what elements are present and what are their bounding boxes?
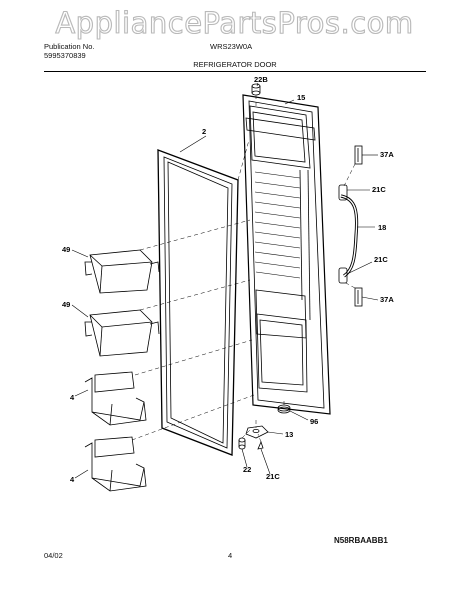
top-hinge-bushing [251,83,261,96]
footer-date: 04/02 [44,551,63,560]
label-handle-cap-bottom: 37A [380,295,394,304]
bottom-hinge [245,425,269,439]
handle-cap-top [354,145,363,165]
page-number: 4 [228,551,233,560]
model-code: N58RBAABB1 [334,536,388,545]
door-bin-lower-1 [84,371,147,426]
publication-label: Publication No. [44,42,95,51]
publication-number: 5995370839 [44,51,86,60]
label-bin-upper-2: 49 [62,300,70,309]
label-door-shell: 15 [297,93,305,102]
diagram-title: REFRIGERATOR DOOR [193,60,277,69]
label-bin-lower-1: 4 [70,393,75,402]
header-divider [44,71,426,72]
model-number: WRS23W0A [210,42,253,51]
door-bin-upper-2 [84,309,160,357]
label-bottom-bushing: 22 [243,465,251,474]
label-bottom-screw: 21C [266,472,280,481]
label-handle: 18 [378,223,386,232]
bottom-bushing [238,437,246,443]
label-bin-upper-1: 49 [62,245,70,254]
label-handle-cap-top: 37A [380,150,394,159]
label-handle-screw-top: 21C [372,185,386,194]
door-bin-lower-2 [84,436,147,492]
label-bin-lower-2: 4 [70,475,75,484]
label-top-hinge-bushing: 22B [254,75,268,84]
door-bin-upper-1 [84,249,160,294]
label-handle-screw-bottom: 21C [374,255,388,264]
label-bottom-hinge: 13 [285,430,293,439]
handle-cap-bottom [354,287,363,307]
bottom-screw [257,440,264,450]
door-shell [242,94,331,415]
door-handle [338,184,359,284]
label-door-stop: 96 [310,417,318,426]
label-gasket: 2 [202,127,206,136]
watermark: AppliancePartsPros.com [55,5,414,40]
door-stop [277,406,291,414]
door-gasket [157,149,239,456]
